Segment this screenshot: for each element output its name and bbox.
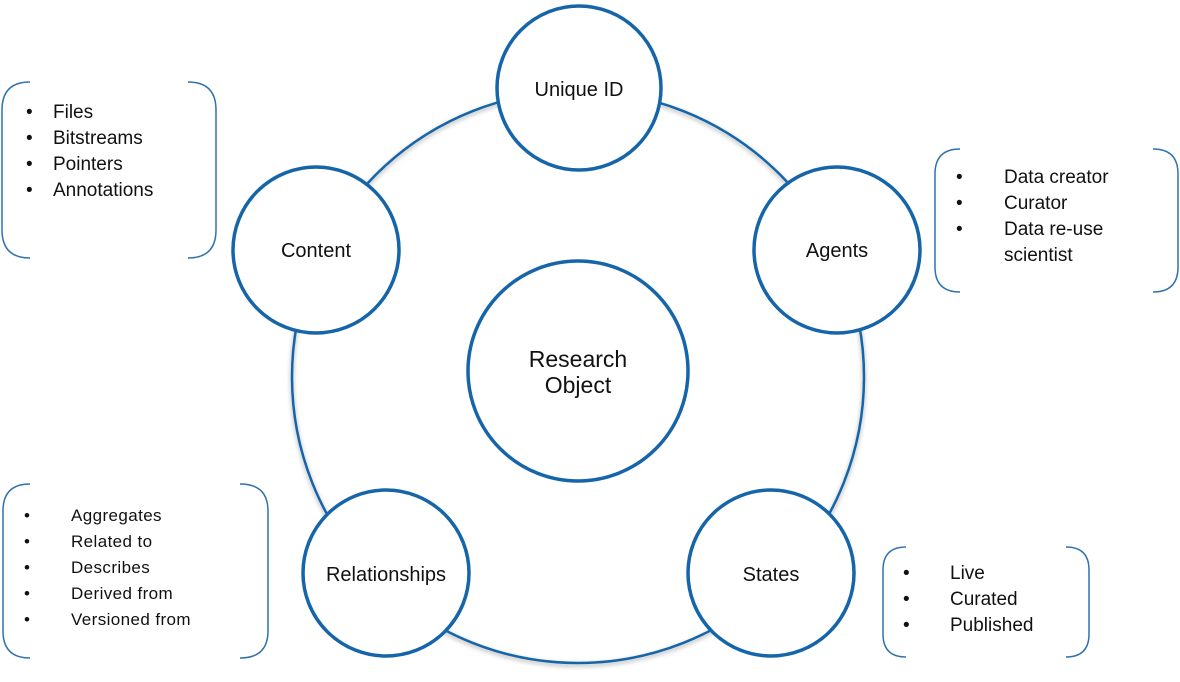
states-list-bracket <box>882 546 1090 658</box>
bullet-icon: • <box>903 589 910 610</box>
center-node-circle <box>466 259 690 483</box>
agents-list-item: • Data creator <box>956 165 1144 191</box>
bullet-icon: • <box>24 610 31 629</box>
relationships-list-item-text: Related to <box>71 532 153 551</box>
agents-list-bracket <box>934 148 1179 293</box>
states-list-item: • Curated <box>903 587 1033 613</box>
states-node <box>686 488 856 658</box>
content-list-item: • Files <box>26 100 153 126</box>
content-list-item-text: Annotations <box>53 180 154 201</box>
agents-list-item: • Data re-use scientist <box>956 217 1144 269</box>
relationships-list-item: • Versioned from <box>24 607 191 633</box>
states-list-item: • Live <box>903 561 1033 587</box>
bullet-icon: • <box>24 584 31 603</box>
relationships-list-bracket <box>2 483 269 659</box>
center-node-label-line2: Object <box>545 372 612 398</box>
relationships-list-item-text: Describes <box>71 558 151 577</box>
states-list-item-text: Curated <box>950 589 1018 610</box>
bullet-icon: • <box>26 128 33 149</box>
content-list-item-text: Files <box>53 102 94 123</box>
states-list: • Live • Curated • Published <box>903 561 1033 639</box>
content-list-bracket <box>1 81 217 259</box>
bullet-icon: • <box>26 180 33 201</box>
agents-list-item-text: Curator <box>1004 193 1068 214</box>
agents-list-item: • Curator <box>956 191 1144 217</box>
bullet-icon: • <box>24 506 31 525</box>
agents-list: • Data creator • Curator • Data re-use scient… <box>956 165 1144 269</box>
states-list-item-text: Published <box>950 615 1034 636</box>
relationships-list-item: • Derived from <box>24 581 191 607</box>
bullet-icon: • <box>26 102 33 123</box>
bullet-icon: • <box>24 558 31 577</box>
content-node-label: Content <box>281 240 351 262</box>
bullet-icon: • <box>24 532 31 551</box>
agents-node-label: Agents <box>806 240 868 262</box>
bullet-icon: • <box>956 193 963 214</box>
relationships-list-item: • Related to <box>24 529 191 555</box>
agents-list-item-text: Data creator <box>1004 167 1109 188</box>
relationships-list-item: • Describes <box>24 555 191 581</box>
bullet-icon: • <box>956 167 963 188</box>
content-list-item: • Bitstreams <box>26 126 153 152</box>
content-node <box>231 165 401 335</box>
content-list-item-text: Bitstreams <box>53 128 143 149</box>
states-list-item: • Published <box>903 613 1033 639</box>
agents-list-item-text: Data re-use scientist <box>1004 219 1104 266</box>
states-node-label: States <box>743 564 800 586</box>
unique-id-node <box>495 4 663 172</box>
center-node-label-line1: Research <box>529 346 627 372</box>
relationships-list-item-text: Versioned from <box>71 610 191 629</box>
unique-id-node-label: Unique ID <box>535 79 624 101</box>
states-list-item-text: Live <box>950 563 985 584</box>
content-list-item-text: Pointers <box>53 154 123 175</box>
relationships-node <box>301 488 471 658</box>
bullet-icon: • <box>903 563 910 584</box>
content-list-item: • Annotations <box>26 178 153 204</box>
content-list-item: • Pointers <box>26 152 153 178</box>
bullet-icon: • <box>903 615 910 636</box>
relationships-list: • Aggregates • Related to • Describes • Derived… <box>24 503 191 633</box>
content-list: • Files • Bitstreams • Pointers • Annotations <box>26 100 153 204</box>
relationships-node-label: Relationships <box>326 564 446 586</box>
relationships-list-item-text: Derived from <box>71 584 174 603</box>
bullet-icon: • <box>956 219 963 240</box>
bullet-icon: • <box>26 154 33 175</box>
relationships-list-item-text: Aggregates <box>71 506 162 525</box>
agents-node <box>752 165 922 335</box>
relationships-list-item: • Aggregates <box>24 503 191 529</box>
